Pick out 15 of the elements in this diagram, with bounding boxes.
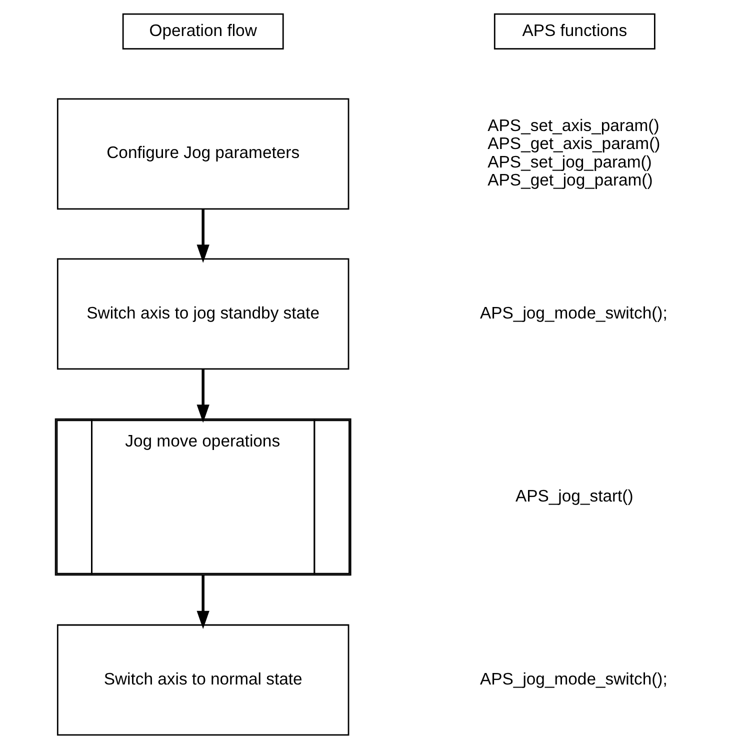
arrow [196, 575, 209, 629]
node-box: Operation flow [122, 13, 284, 50]
node-box: Switch axis to normal state [56, 624, 349, 736]
label: APS_get_jog_param() [487, 170, 652, 190]
label: APS_set_jog_param() [487, 152, 652, 172]
node-box: Configure Jog parameters [56, 98, 349, 210]
node-box: APS functions [493, 13, 655, 50]
label: APS_jog_mode_switch(); [480, 303, 667, 322]
arrow [196, 368, 209, 423]
label: APS_get_axis_param() [487, 134, 660, 154]
label: APS_jog_start() [515, 486, 633, 506]
label: APS_jog_mode_switch(); [480, 669, 667, 688]
node-box: Switch axis to jog standby state [56, 258, 349, 370]
arrow [196, 208, 209, 263]
label: APS_set_axis_param() [487, 116, 659, 136]
